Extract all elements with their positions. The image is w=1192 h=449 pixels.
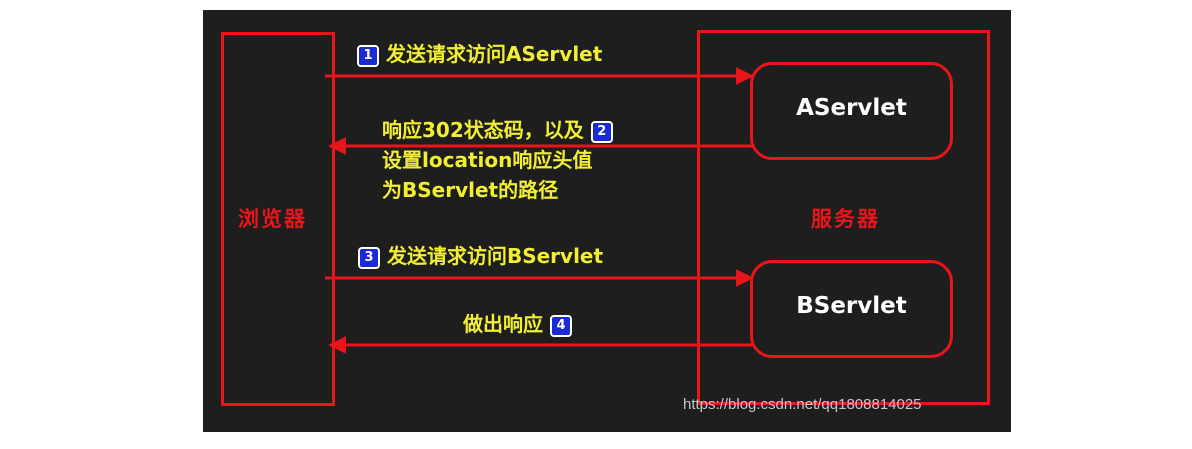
browser-box <box>221 32 335 406</box>
step-2-line-1: 响应302状态码，以及 <box>382 118 584 142</box>
step-1-badge: 1 <box>357 45 379 67</box>
diagram-panel <box>203 10 1011 432</box>
step-2-line-3: 为BServlet的路径 <box>382 178 559 202</box>
aservlet-label: AServlet <box>796 95 907 121</box>
step-2-line-2: 设置location响应头值 <box>382 148 593 172</box>
browser-label: 浏览器 <box>238 207 307 231</box>
step-3-text: 发送请求访问BServlet <box>386 244 604 268</box>
step-2-label: 响应302状态码，以及 2 设置location响应头值 为BServlet的路… <box>382 115 613 205</box>
step-2-badge: 2 <box>590 121 613 143</box>
server-label: 服务器 <box>811 207 880 231</box>
server-box <box>697 30 990 405</box>
bservlet-box <box>750 260 953 358</box>
step-3-badge: 3 <box>358 247 380 269</box>
step-4-text: 做出响应 <box>463 312 543 336</box>
aservlet-box <box>750 62 953 160</box>
step-4-badge: 4 <box>549 315 572 337</box>
bservlet-label: BServlet <box>796 293 907 319</box>
step-1-text: 发送请求访问AServlet <box>385 42 603 66</box>
watermark: https://blog.csdn.net/qq1808814025 <box>683 396 922 413</box>
step-1-label: 1 发送请求访问AServlet <box>357 39 602 69</box>
step-4-label: 做出响应 4 <box>463 309 572 339</box>
step-3-label: 3 发送请求访问BServlet <box>358 241 603 271</box>
